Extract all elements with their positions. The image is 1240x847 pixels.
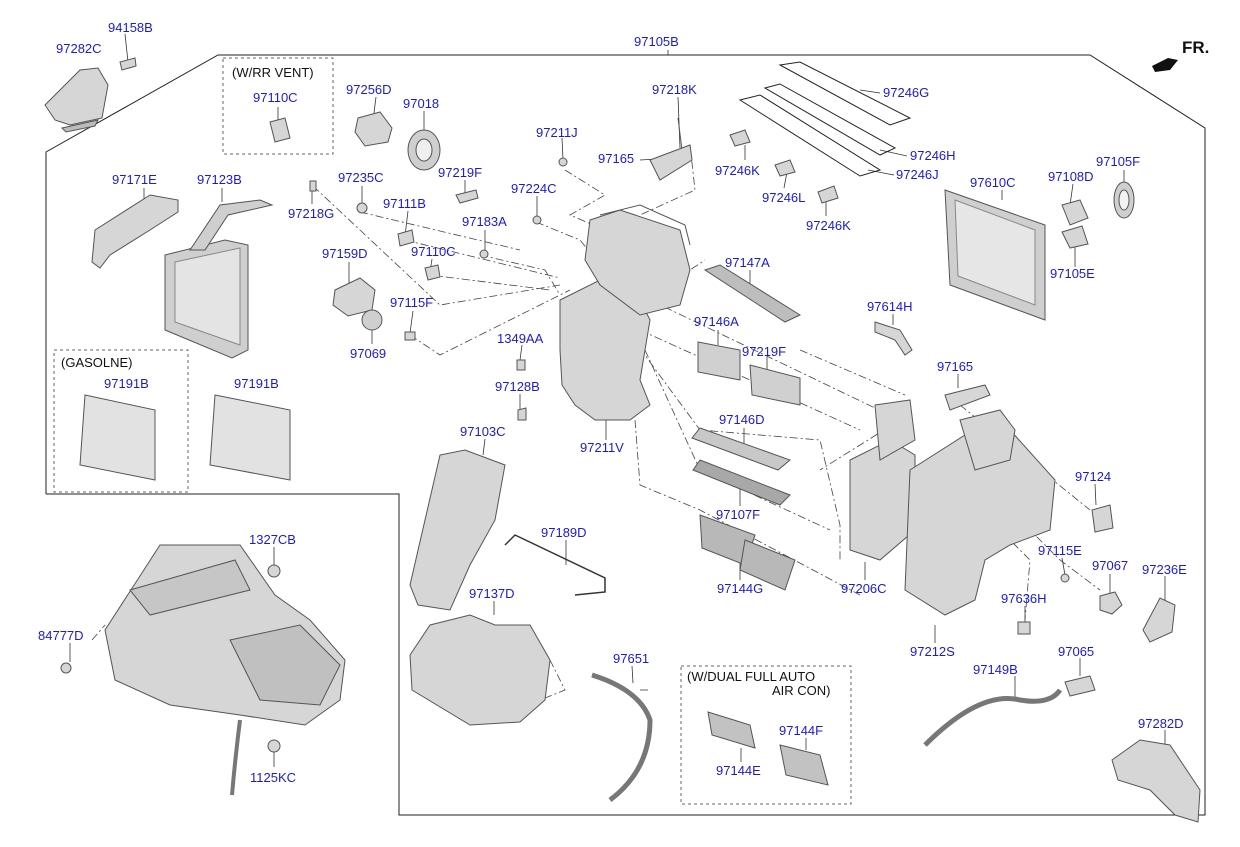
rr-vent-note: (W/RR VENT) — [232, 65, 314, 80]
part-label[interactable]: 97144F — [779, 723, 824, 738]
part-label[interactable]: 97147A — [725, 255, 770, 270]
part-label[interactable]: 97636H — [1001, 591, 1047, 606]
part-label[interactable]: 97211V — [580, 440, 624, 455]
part-label[interactable]: 97144G — [717, 581, 764, 596]
part-label[interactable]: 97211J — [536, 125, 578, 140]
part-label[interactable]: 97246L — [762, 190, 806, 205]
dual-auto-note-line2: AIR CON) — [772, 683, 831, 698]
part-label[interactable]: 97246K — [806, 218, 851, 233]
part-label[interactable]: 97159D — [322, 246, 368, 261]
part-label[interactable]: 97108D — [1048, 169, 1094, 184]
part-label[interactable]: 97246J — [896, 167, 939, 182]
part-label[interactable]: 84777D — [38, 628, 84, 643]
front-arrow-icon — [1152, 58, 1178, 72]
part-label[interactable]: 97067 — [1092, 558, 1129, 573]
part-label[interactable]: 97256D — [346, 82, 392, 97]
part-label[interactable]: 97191B — [234, 376, 279, 391]
part-label[interactable]: 97183A — [462, 214, 507, 229]
part-label[interactable]: 97218K — [652, 82, 697, 97]
part-label[interactable]: 97165 — [598, 151, 635, 166]
part-97282c — [44, 67, 109, 126]
part-label[interactable]: 97105B — [634, 34, 679, 49]
main-enclosure-frame — [45, 54, 1206, 816]
part-label[interactable]: 97115E — [1038, 543, 1082, 558]
part-label[interactable]: 97128B — [495, 379, 540, 394]
part-label[interactable]: 1125KC — [250, 770, 297, 785]
part-label[interactable]: 97110C — [411, 244, 456, 259]
part-label[interactable]: 97189D — [541, 525, 587, 540]
front-direction-label: FR. — [1182, 38, 1210, 57]
part-label[interactable]: 97018 — [403, 96, 440, 111]
part-label[interactable]: 97224C — [511, 181, 557, 196]
part-label[interactable]: 97614H — [867, 299, 913, 314]
part-label[interactable]: 97651 — [613, 651, 650, 666]
part-label[interactable]: 97124 — [1075, 469, 1112, 484]
part-label[interactable]: 97610C — [970, 175, 1016, 190]
dual-auto-note-line1: (W/DUAL FULL AUTO — [687, 669, 816, 684]
part-label[interactable]: 97282C — [56, 41, 102, 56]
part-label[interactable]: 97218G — [288, 206, 335, 221]
part-label[interactable]: 97165 — [937, 359, 974, 374]
part-label[interactable]: 97246H — [910, 148, 956, 163]
part-label[interactable]: 97137D — [469, 586, 515, 601]
part-label[interactable]: 97219F — [438, 165, 483, 180]
part-label[interactable]: 97236E — [1142, 562, 1187, 577]
gasoline-group-box — [53, 349, 189, 493]
part-label[interactable]: 97111B — [383, 196, 426, 211]
part-label[interactable]: 97069 — [350, 346, 387, 361]
part-label[interactable]: 97206C — [841, 581, 887, 596]
part-label[interactable]: 1327CB — [249, 532, 296, 547]
part-label[interactable]: 97149B — [973, 662, 1018, 677]
part-label[interactable]: 97246G — [883, 85, 930, 100]
part-label[interactable]: 97105F — [1096, 154, 1141, 169]
part-label[interactable]: 97105E — [1050, 266, 1095, 281]
part-label[interactable]: 97107F — [716, 507, 761, 522]
dual-auto-group-box — [680, 665, 852, 805]
gasoline-note: (GASOLNE) — [61, 355, 133, 370]
part-label[interactable]: 97144E — [716, 763, 761, 778]
part-label[interactable]: 97282D — [1138, 716, 1184, 731]
part-label[interactable]: 97146A — [694, 314, 739, 329]
part-label[interactable]: 97065 — [1058, 644, 1095, 659]
part-label[interactable]: 97123B — [197, 172, 242, 187]
part-label[interactable]: 97110C — [253, 90, 298, 105]
part-label[interactable]: 97212S — [910, 644, 955, 659]
part-label[interactable]: 97115F — [390, 295, 434, 310]
part-label[interactable]: 1349AA — [497, 331, 544, 346]
part-label[interactable]: 94158B — [108, 20, 153, 35]
part-label[interactable]: 97246K — [715, 163, 760, 178]
part-label[interactable]: 97191B — [104, 376, 149, 391]
part-label[interactable]: 97235C — [338, 170, 384, 185]
part-label[interactable]: 97219F — [742, 344, 787, 359]
part-label[interactable]: 97103C — [460, 424, 506, 439]
rr-vent-group-box — [222, 57, 334, 155]
part-label[interactable]: 97146D — [719, 412, 765, 427]
part-label[interactable]: 97171E — [112, 172, 157, 187]
